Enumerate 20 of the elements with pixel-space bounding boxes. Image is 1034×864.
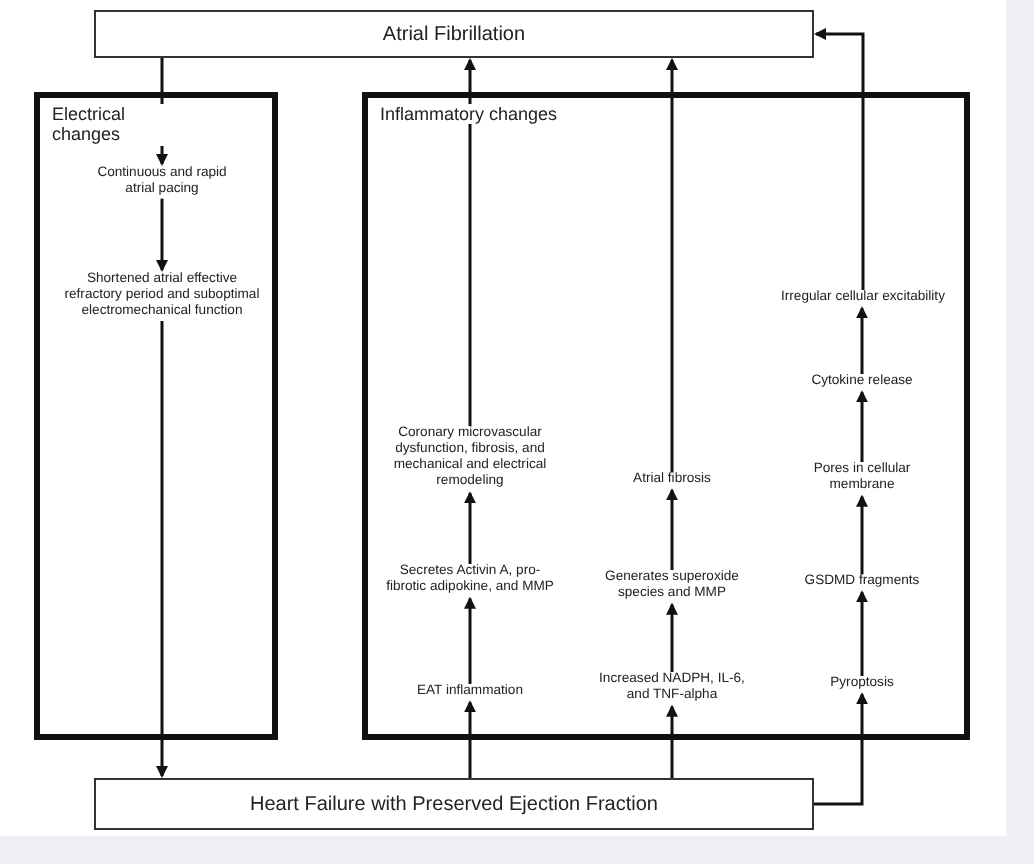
arrow (156, 198, 168, 272)
condition-box: Atrial Fibrillation (94, 10, 814, 58)
arrow (156, 320, 168, 778)
group-frame (362, 92, 970, 740)
arrow (856, 494, 868, 574)
arrow (856, 390, 868, 462)
arrow (464, 491, 476, 564)
condition-box: Heart Failure with Preserved Ejection Fraction (94, 778, 814, 830)
arrow (666, 58, 678, 472)
arrow (814, 28, 865, 290)
arrow (464, 596, 476, 684)
arrow (856, 590, 868, 676)
arrow (666, 602, 678, 672)
arrow (856, 306, 868, 374)
arrow (666, 704, 678, 778)
arrow (666, 488, 678, 570)
group-frame (34, 92, 278, 740)
arrow (814, 692, 868, 806)
arrow (464, 58, 476, 426)
arrow (464, 700, 476, 778)
